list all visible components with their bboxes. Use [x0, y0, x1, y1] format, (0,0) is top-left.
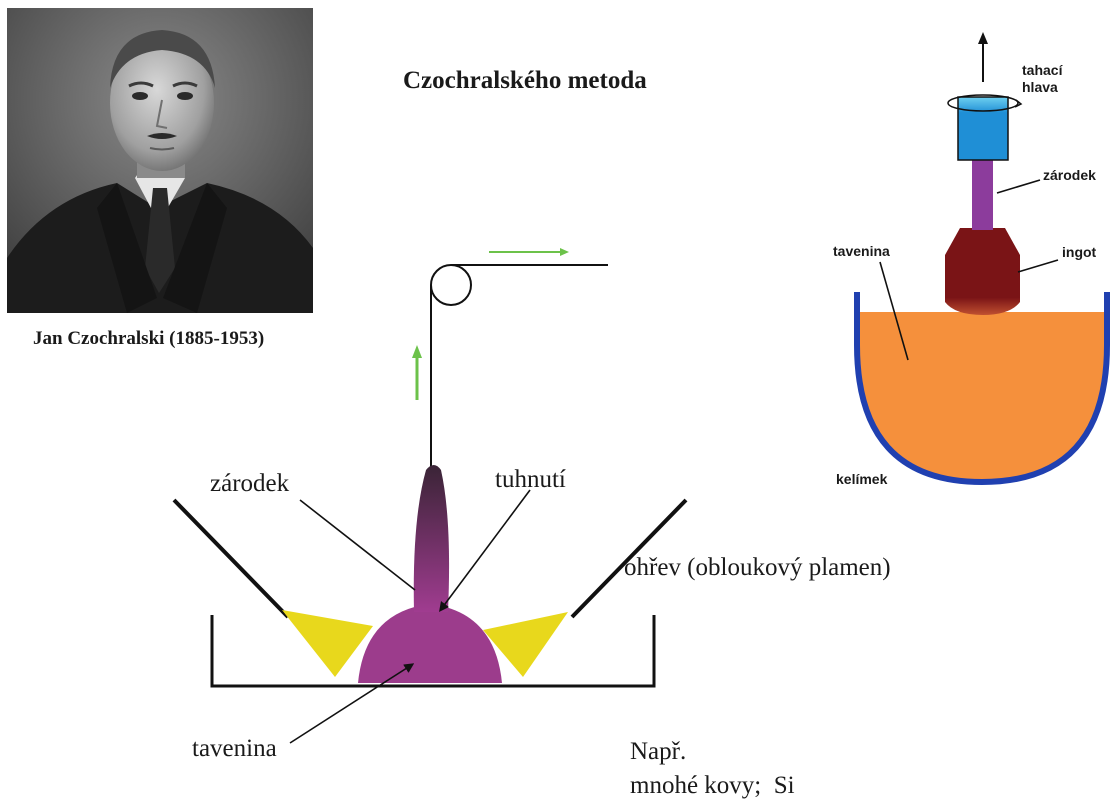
label-right-melt: tavenina	[833, 243, 890, 260]
label-crucible: kelímek	[836, 471, 887, 488]
pull-head	[958, 97, 1008, 160]
note-line-1: Např.	[630, 735, 795, 769]
seed-rod	[972, 160, 993, 230]
label-ingot: ingot	[1062, 244, 1096, 261]
heater-flame-left	[282, 610, 373, 677]
label-pull-head: tahací hlava	[1022, 62, 1062, 96]
pointer-right-ingot	[1018, 260, 1058, 272]
pointer-solidification	[442, 490, 530, 608]
label-right-seed: zárodek	[1043, 167, 1096, 184]
example-note: Např. mnohé kovy; Si	[630, 735, 795, 803]
pulley	[431, 265, 608, 470]
label-melt: tavenina	[192, 735, 277, 763]
pointer-seed	[300, 500, 415, 590]
label-heating: ohřev (obloukový plamen)	[624, 554, 891, 582]
crystal-rod	[414, 465, 449, 612]
ingot	[945, 228, 1020, 315]
melt-dome	[358, 604, 502, 683]
label-solidification: tuhnutí	[495, 466, 566, 494]
heater-electrode-left	[174, 500, 288, 617]
pointer-melt	[290, 666, 410, 743]
label-seed: zárodek	[210, 470, 289, 498]
pointer-right-seed	[997, 180, 1040, 193]
